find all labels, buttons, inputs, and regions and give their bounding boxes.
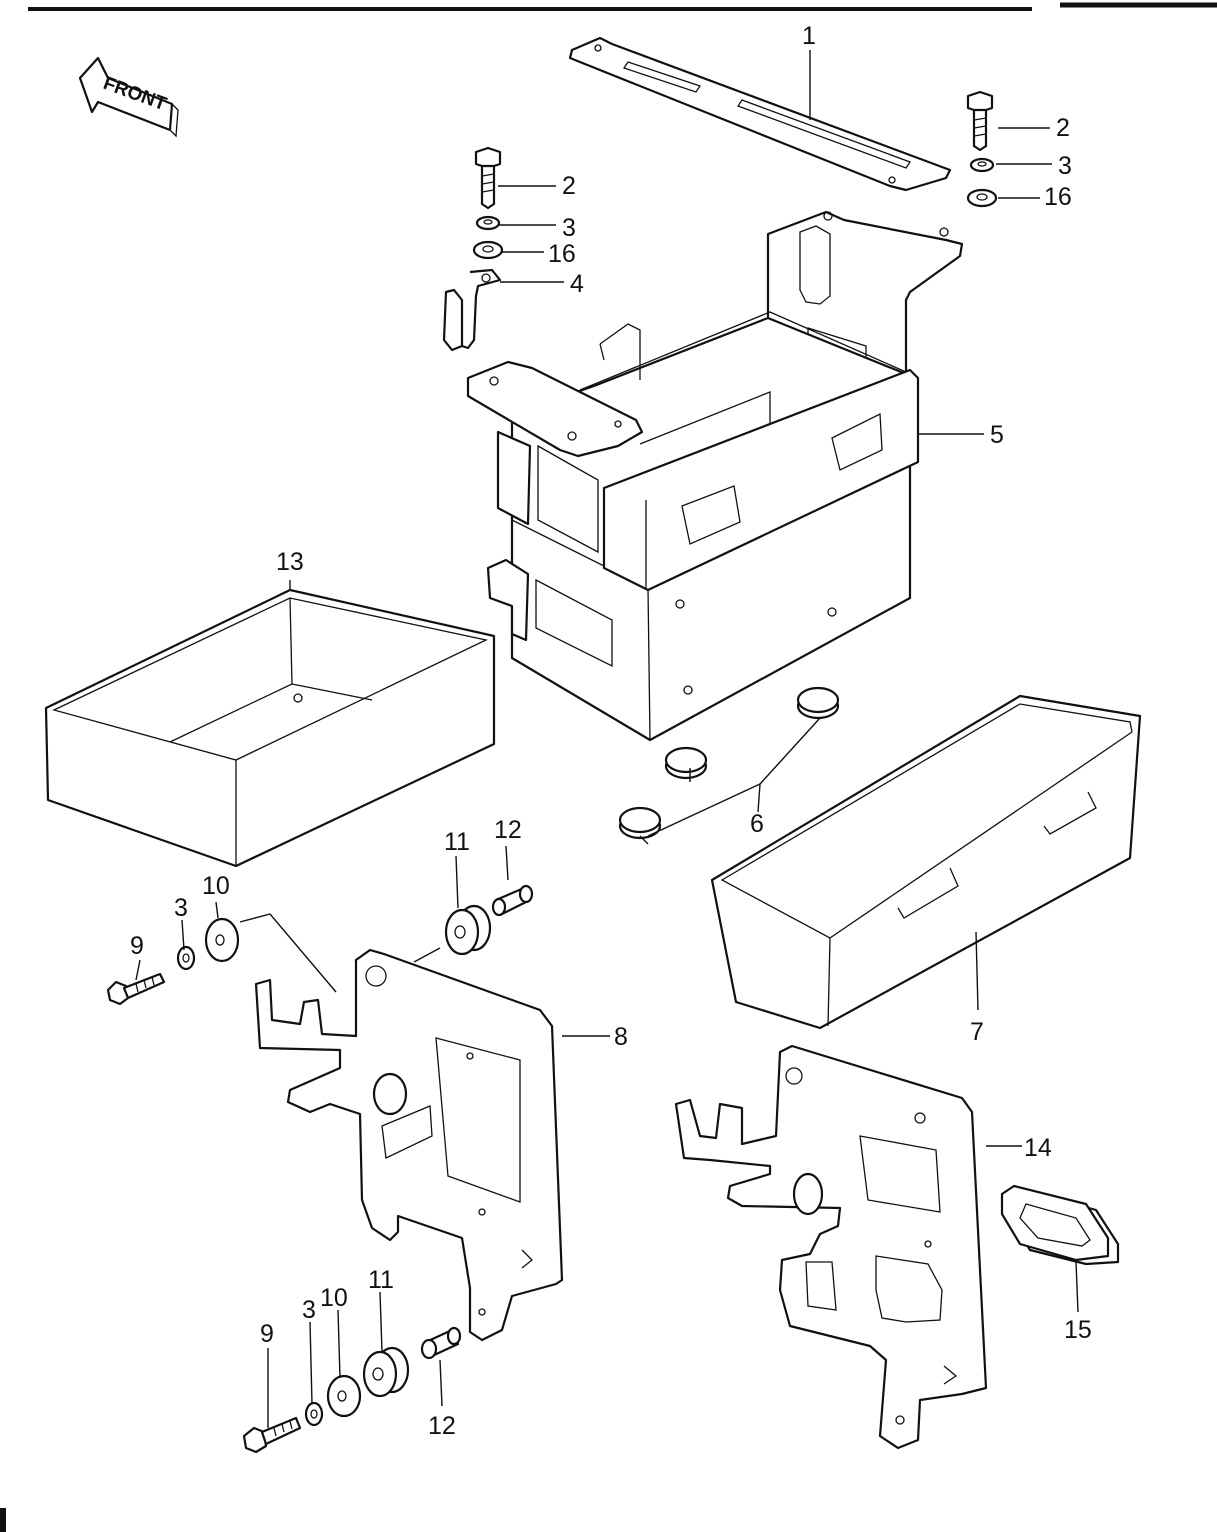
callout-1: 1: [802, 22, 816, 50]
callout-12-lower: 12: [428, 1412, 456, 1440]
part-12-collar-mid: [491, 884, 534, 917]
part-2-bolt-left: [474, 146, 502, 210]
part-6-rubber-foot-2: [664, 746, 708, 780]
part-2-bolt-right: [966, 90, 994, 152]
part-13-tray: [44, 588, 496, 868]
callout-3-left: 3: [562, 214, 576, 242]
callout-10-lower: 10: [320, 1284, 348, 1312]
part-8-bracket-plate: [254, 948, 564, 1342]
callout-16-left: 16: [548, 240, 576, 268]
part-5-battery-holder: [466, 210, 964, 742]
callout-numbers: 1 2 3 16 2 3 16 4 5 6 7 8 9 3 10 11 12 1…: [130, 22, 1092, 1440]
part-11-grommet-mid: [444, 904, 492, 956]
callout-14: 14: [1024, 1134, 1052, 1162]
part-7-tray: [710, 694, 1142, 1030]
part-6-rubber-foot-1: [618, 806, 662, 845]
callout-2-right: 2: [1056, 114, 1070, 142]
callout-11-lower: 11: [368, 1266, 394, 1294]
part-10-washer-mid: [204, 917, 240, 963]
part-16-washer-right: [966, 188, 998, 208]
part-6-rubber-foot-3: [796, 686, 840, 720]
callout-8: 8: [614, 1023, 628, 1051]
part-4-bracket: [442, 268, 502, 352]
callout-2-left: 2: [562, 172, 576, 200]
callout-12-upper: 12: [494, 816, 522, 844]
callout-3-right: 3: [1058, 152, 1072, 180]
front-arrow-icon: FRONT: [78, 56, 179, 138]
part-12-collar-bottom: [420, 1326, 462, 1360]
callout-3-mid: 3: [174, 894, 188, 922]
part-3-washer-left: [475, 215, 501, 231]
callout-16-right: 16: [1044, 183, 1072, 211]
callout-7: 7: [970, 1018, 984, 1046]
part-3-washer-mid: [176, 945, 196, 971]
part-14-bracket-plate: [674, 1044, 988, 1450]
part-16-washer-left: [472, 240, 504, 260]
callout-6: 6: [750, 810, 764, 838]
part-9-bolt-upper: [106, 972, 166, 1006]
part-1-strap: [568, 36, 952, 192]
callout-10-upper: 10: [202, 872, 230, 900]
callout-15: 15: [1064, 1316, 1092, 1344]
callout-3-lower: 3: [302, 1296, 316, 1324]
callout-5: 5: [990, 421, 1004, 449]
callout-9-upper: 9: [130, 932, 144, 960]
callout-4: 4: [570, 270, 584, 298]
callout-11-upper: 11: [444, 828, 470, 856]
part-3-washer-right: [969, 157, 995, 173]
part-3-washer-bottom: [304, 1401, 324, 1427]
callout-13: 13: [276, 548, 304, 576]
part-9-bolt-lower: [242, 1416, 302, 1454]
part-15-grommet: [1000, 1184, 1120, 1266]
leader-lines: [135, 50, 1079, 1428]
callout-9-lower: 9: [260, 1320, 274, 1348]
part-10-washer-bottom: [326, 1374, 362, 1418]
part-11-grommet-bottom: [362, 1346, 410, 1398]
